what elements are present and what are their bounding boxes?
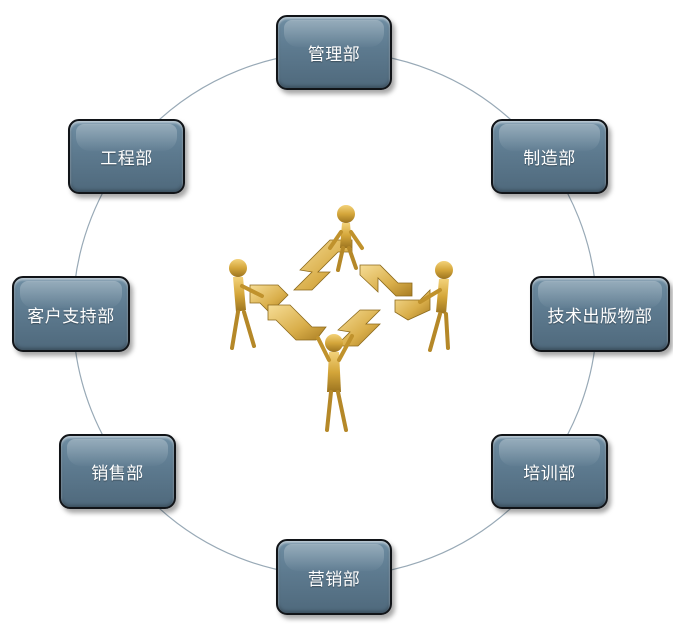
arrow-bottom-left-icon (267, 304, 327, 341)
node-management-label: 管理部 (307, 45, 361, 65)
node-manufacturing: 制造部 (491, 119, 608, 194)
node-customer-support-label: 客户支持部 (27, 306, 115, 327)
node-marketing-label: 营销部 (307, 569, 361, 590)
node-management: 管理部 (276, 15, 392, 90)
node-technical-publications: 技术出版物部 (530, 276, 670, 352)
node-sales: 销售部 (59, 434, 176, 509)
node-manufacturing-label: 制造部 (523, 149, 576, 169)
node-engineering-label: 工程部 (100, 149, 153, 169)
node-customer-support: 客户支持部 (12, 276, 130, 352)
figure-right-icon (418, 261, 453, 352)
figure-bottom-icon (316, 334, 354, 432)
figure-top-icon (328, 205, 364, 272)
arrow-top-left-icon (249, 239, 353, 314)
figure-left-icon (229, 259, 264, 350)
node-sales-label: 销售部 (91, 464, 144, 484)
node-training-label: 培训部 (523, 464, 576, 484)
arrow-bottom-right-icon (335, 309, 381, 347)
node-training: 培训部 (491, 434, 608, 509)
node-engineering: 工程部 (68, 119, 185, 194)
node-marketing: 营销部 (276, 539, 392, 615)
teamwork-puzzle-icon (229, 205, 453, 432)
node-technical-publications-label: 技术出版物部 (547, 306, 653, 327)
